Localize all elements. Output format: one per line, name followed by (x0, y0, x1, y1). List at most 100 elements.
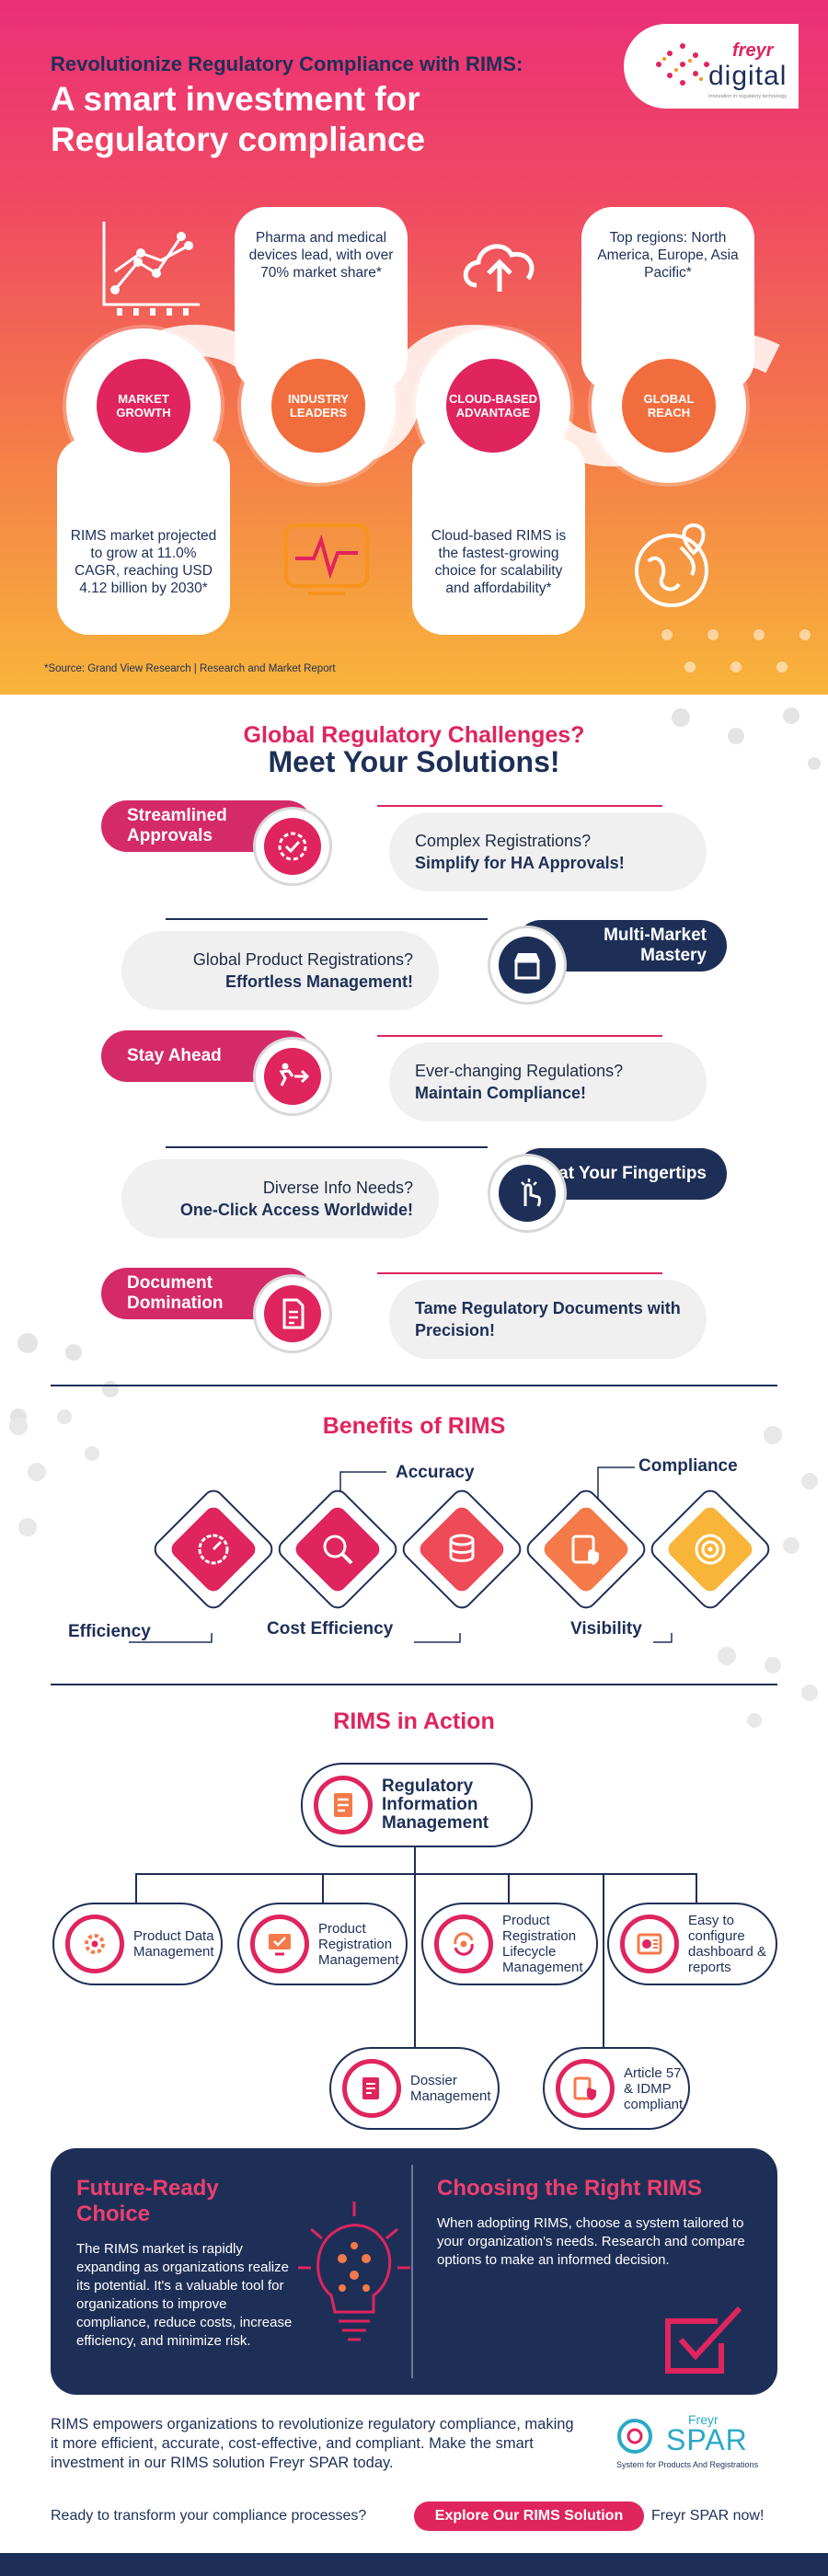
cloud-upload-icon (463, 244, 535, 292)
logo-tagline: Innovation in regulatory technology (708, 94, 788, 99)
monitor-check-icon (269, 1934, 291, 1956)
connector-line-5 (377, 1272, 662, 1274)
target-icon (695, 1534, 726, 1565)
cycle-gear-icon (454, 1932, 474, 1956)
connector-line-3 (377, 1035, 662, 1037)
heart-monitor-icon (284, 523, 369, 595)
benefit-compliance: Compliance (638, 1456, 738, 1476)
cta-question: Ready to transform your compliance proce… (51, 2508, 367, 2524)
node-1-icon-ring (65, 1915, 124, 1973)
challenge-box-2: Global Product Registrations? Effortless… (121, 931, 439, 1010)
challenge-box-4: Diverse Info Needs? One-Click Access Wor… (121, 1159, 439, 1238)
hero-kicker: Revolutionize Regulatory Compliance with… (51, 52, 523, 75)
tree-line-1 (135, 1873, 137, 1903)
tree-line-3 (508, 1873, 510, 1903)
coins-icon (449, 1534, 475, 1562)
gear-badge-circle (253, 807, 332, 886)
cloud-advantage-badge: CLOUD-BASED ADVANTAGE (446, 359, 540, 453)
tree-line-5 (414, 1873, 416, 2048)
tree-line-4 (696, 1873, 697, 1903)
tree-line-2 (322, 1873, 324, 1903)
node-6-label: Article 57 & IDMP compliant (624, 2064, 684, 2112)
tree-line-horizontal (135, 1873, 696, 1875)
choosing-rims-title: Choosing the Right RIMS (437, 2176, 702, 2201)
industry-leaders-text: Pharma and medical devices lead, with ov… (248, 230, 394, 281)
store-circle (488, 926, 567, 1005)
freyr-digital-logo[interactable]: freyr digital Innovation in regulatory t… (624, 24, 799, 109)
closing-text: RIMS empowers organizations to revolutio… (51, 2416, 574, 2471)
tree-line-root (414, 1846, 416, 1873)
runner-arrow-icon (279, 1063, 310, 1087)
clipboard-shield-icon (571, 1535, 599, 1565)
node-4-icon-ring (620, 1915, 679, 1973)
rims-dots-bg (718, 1647, 818, 1728)
global-reach-text: Top regions: North America, Europe, Asia… (597, 230, 739, 281)
node-4-label: Easy to configure dashboard & reports (688, 1913, 767, 1975)
industry-leaders-badge: INDUSTRY LEADERS (271, 359, 365, 453)
challenge-box-5: Tame Regulatory Documents with Precision… (389, 1280, 707, 1359)
node-1-label: Product Data Management (133, 1928, 214, 1960)
document-circle (253, 1274, 332, 1353)
benefit-cost-efficiency: Cost Efficiency (267, 1619, 394, 1639)
section-divider-2 (51, 1684, 777, 1685)
connector-line-4 (166, 1146, 488, 1148)
benefit-efficiency: Efficiency (68, 1622, 151, 1641)
node-product-data: Product Data Management (52, 1903, 223, 1985)
rims-root-label: Regulatory Information Management (382, 1777, 489, 1833)
spar-swirl-icon (617, 2419, 652, 2454)
cloud-advantage-text: Cloud-based RIMS is the fastest-growing … (431, 528, 567, 596)
line-chart-icon (102, 222, 200, 316)
node-3-label: Product Registration Lifecycle Managemen… (502, 1913, 583, 1975)
logo-brand: freyr (732, 40, 774, 61)
challenge-answer-2: Effortless Management! (224, 972, 413, 991)
document-icon (282, 1298, 305, 1329)
benefit-accuracy: Accuracy (396, 1463, 475, 1482)
challenge-question-4: Diverse Info Needs? (262, 1179, 413, 1197)
spar-name: SPAR (666, 2423, 748, 2456)
checkbox-check-icon (665, 2306, 742, 2374)
dashboard-chart-icon (637, 1933, 662, 1955)
store-icon (514, 953, 540, 980)
global-reach-badge: GLOBAL REACH (622, 359, 716, 453)
freyr-spar-logo[interactable]: Freyr SPAR System for Products And Regis… (607, 2410, 782, 2475)
challenge-box-1: Complex Registrations? Simplify for HA A… (389, 812, 707, 891)
node-5-icon-ring (342, 2059, 401, 2118)
tap-circle (488, 1154, 567, 1233)
network-dots-icon (656, 43, 709, 86)
benefit-visibility: Visibility (570, 1619, 642, 1639)
lightbulb-icon (298, 2202, 410, 2341)
rims-root-node: Regulatory Information Management (301, 1763, 533, 1847)
challenge-question-1: Complex Registrations? (415, 832, 592, 850)
logo-product: digital (708, 61, 788, 91)
benefits-title: Benefits of RIMS (322, 1413, 506, 1439)
id-shield-icon (573, 2076, 596, 2100)
challenge-question-3: Ever-changing Regulations? (415, 1062, 624, 1080)
tree-line-6 (603, 1873, 604, 2048)
challenge-answer-1: Simplify for HA Approvals! (415, 854, 625, 872)
connector-line-2 (166, 918, 488, 920)
challenge-answer-3: Maintain Compliance! (415, 1084, 587, 1102)
connector-line-1 (377, 805, 662, 807)
runner-circle (253, 1037, 332, 1116)
node-2-label: Product Registration Management (318, 1920, 399, 1968)
node-dossier-management: Dossier Management (329, 2047, 500, 2130)
bottom-bar (0, 2553, 828, 2576)
challenge-box-3: Ever-changing Regulations? Maintain Comp… (389, 1042, 707, 1121)
info-panel: Future-Ready Choice The RIMS market is r… (51, 2148, 777, 2395)
node-dashboard-reports: Easy to configure dashboard & reports (607, 1903, 777, 1985)
node-product-registration: Product Registration Management (237, 1903, 408, 1985)
future-ready-title: Future-Ready Choice (76, 2176, 219, 2226)
future-ready-body: The RIMS market is rapidly expanding as … (76, 2241, 293, 2349)
challenge-answer-5: Tame Regulatory Documents with Precision… (415, 1299, 681, 1340)
folder-document-icon (362, 2077, 379, 2099)
node-2-icon-ring (250, 1915, 309, 1973)
market-growth-text: RIMS market projected to grow at 11.0% C… (70, 528, 217, 596)
node-5-label: Dossier Management (410, 2073, 491, 2104)
spar-brand: Freyr (688, 2412, 719, 2427)
explore-rims-button[interactable]: Explore Our RIMS Solution (414, 2501, 644, 2531)
cta-after-text: Freyr SPAR now! (651, 2508, 765, 2524)
tap-icon (521, 1179, 541, 1207)
node-registration-lifecycle: Product Registration Lifecycle Managemen… (421, 1903, 598, 1985)
source-note: *Source: Grand View Research | Research … (44, 663, 336, 674)
node-article-57: Article 57 & IDMP compliant (543, 2047, 690, 2130)
